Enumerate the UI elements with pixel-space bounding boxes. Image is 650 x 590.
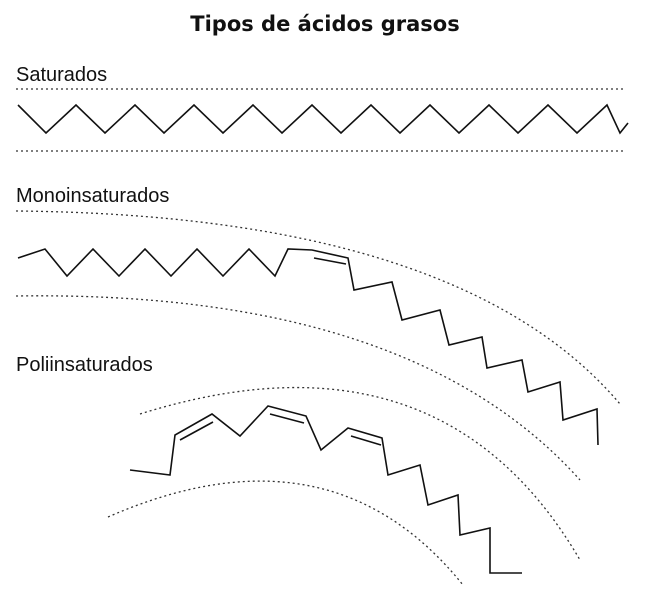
polyunsaturated-group bbox=[107, 386, 581, 586]
polyunsaturated-double-bond-1 bbox=[179, 421, 214, 441]
monounsaturated-guide-bottom bbox=[15, 295, 581, 481]
monounsaturated-guide-top bbox=[15, 210, 621, 405]
polyunsaturated-double-bond-2 bbox=[269, 413, 305, 424]
saturated-chain bbox=[17, 103, 629, 135]
polyunsaturated-double-bond-3 bbox=[350, 435, 382, 446]
monounsaturated-chain bbox=[17, 247, 599, 446]
monounsaturated-double-bond bbox=[313, 257, 347, 265]
diagram-title: Tipos de ácidos grasos bbox=[190, 12, 460, 36]
monounsaturated-label: Monoinsaturados bbox=[16, 185, 170, 207]
polyunsaturated-chain bbox=[129, 405, 522, 574]
polyunsaturated-guide-bottom bbox=[107, 480, 464, 586]
saturated-group bbox=[16, 88, 629, 152]
saturated-label: Saturados bbox=[16, 64, 108, 86]
monounsaturated-group bbox=[15, 210, 621, 481]
polyunsaturated-guide-top bbox=[139, 386, 581, 561]
polyunsaturated-label: Poliinsaturados bbox=[16, 354, 153, 376]
